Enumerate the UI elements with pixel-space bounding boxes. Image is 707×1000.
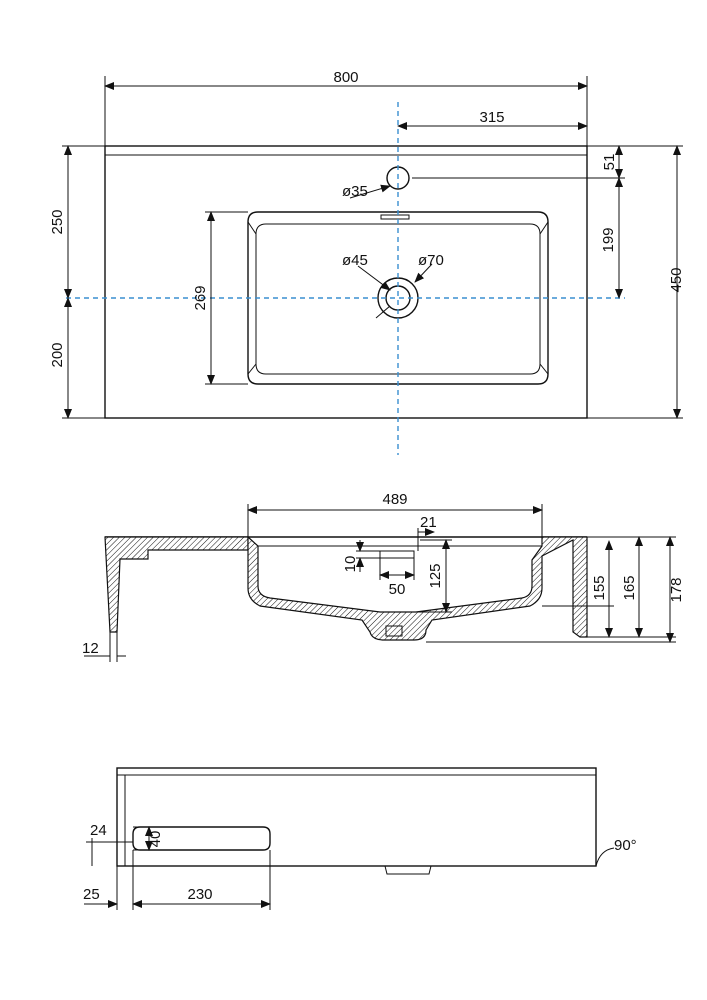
dim-overflow-width: 50 — [389, 581, 406, 598]
front-view: 90° 40 24 25 230 — [83, 767, 637, 910]
dim-cutout-offset-top: 24 — [90, 822, 107, 839]
drain-stub — [384, 865, 432, 875]
dim-overall-width: 800 — [333, 69, 358, 86]
dim-wall-thickness: 12 — [82, 640, 99, 657]
countertop-outline — [104, 145, 588, 419]
dim-tap-hole-diameter: ø35 — [342, 183, 368, 200]
bowl-outline — [247, 211, 549, 385]
dim-depth-178: 178 — [668, 577, 685, 602]
drain-outlet — [385, 625, 403, 637]
dim-drain-diameter: ø45 — [342, 252, 368, 269]
dim-overall-depth: 450 — [668, 267, 685, 292]
section-view: 489 21 10 50 125 155 165 178 — [82, 491, 685, 662]
front-panel-outline — [116, 767, 597, 867]
dim-overflow-offset: 21 — [420, 514, 437, 531]
top-view: 800 315 51 199 450 250 200 269 ø35 — [49, 69, 685, 455]
dim-depth-155: 155 — [591, 575, 608, 600]
dim-angle: 90° — [614, 837, 637, 854]
handle-cutout — [132, 826, 271, 851]
dim-bowl-inner-depth: 125 — [427, 563, 444, 588]
overflow-slot — [380, 214, 410, 220]
overflow-channel — [379, 550, 415, 559]
dim-overflow-height: 10 — [342, 556, 359, 573]
dim-tap-to-back: 51 — [601, 154, 618, 171]
dim-bowl-width: 489 — [382, 491, 407, 508]
left-wall-section — [104, 536, 249, 633]
dim-depth-165: 165 — [621, 575, 638, 600]
dim-center-to-front: 200 — [49, 342, 66, 367]
bowl-inner-outline — [255, 223, 541, 375]
dim-bowl-depth: 269 — [192, 285, 209, 310]
angle-arc — [595, 847, 615, 867]
dim-cutout-height: 40 — [147, 831, 164, 848]
dim-drain-outer-diameter: ø70 — [418, 252, 444, 269]
dim-side-thickness: 25 — [83, 886, 100, 903]
dim-back-to-center: 250 — [49, 209, 66, 234]
dim-tap-to-drain: 199 — [600, 227, 617, 252]
bowl-body-section — [247, 535, 588, 641]
dim-cutout-width: 230 — [187, 886, 212, 903]
dim-tap-offset: 315 — [479, 109, 504, 126]
